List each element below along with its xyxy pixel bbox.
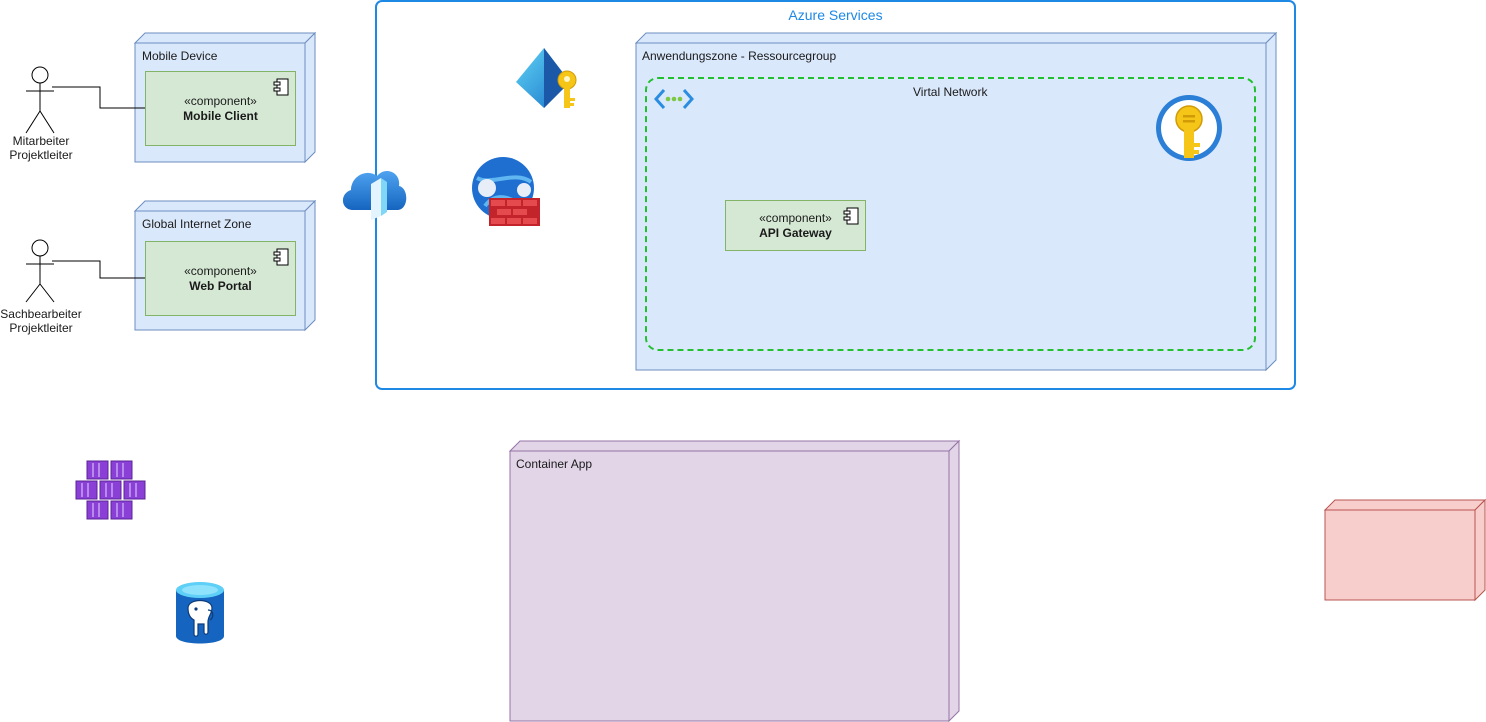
container-app-node[interactable] (508, 439, 961, 722)
azure-services-title: Azure Services (788, 7, 883, 23)
component-icon (273, 78, 289, 96)
mobile-device-label: Mobile Device (142, 49, 218, 63)
red-node[interactable] (1323, 498, 1486, 602)
component-icon (843, 207, 859, 225)
actor-sachbearbeiter-icon[interactable] (24, 238, 58, 308)
entra-id-key-icon[interactable] (514, 46, 584, 112)
web-portal-stereotype: «component» (184, 264, 257, 278)
connector-sachbearbeiter[interactable] (52, 260, 145, 279)
virtual-network-label: Virtal Network (913, 85, 988, 99)
front-door-cloud-icon[interactable] (339, 160, 409, 222)
web-portal-name: Web Portal (189, 279, 252, 293)
actor-mitarbeiter-label: Mitarbeiter Projektleiter (9, 134, 73, 162)
api-gateway-component[interactable]: «component» API Gateway (725, 200, 866, 251)
connector-mitarbeiter[interactable] (52, 86, 145, 109)
key-vault-icon[interactable] (1154, 93, 1224, 163)
virtual-network-icon (654, 89, 694, 109)
mobile-client-name: Mobile Client (183, 109, 258, 123)
mobile-client-component[interactable]: «component» Mobile Client (145, 71, 296, 146)
postgresql-database-icon[interactable] (174, 580, 226, 646)
mobile-client-stereotype: «component» (184, 94, 257, 108)
api-gateway-stereotype: «component» (759, 211, 832, 225)
resource-group-label: Anwendungszone - Ressourcegroup (642, 49, 837, 63)
kubernetes-services-icon[interactable] (75, 458, 147, 522)
api-gateway-name: API Gateway (759, 226, 832, 240)
actor-sachbearbeiter-label: Sachbearbeiter Projektleiter (0, 307, 82, 335)
virtual-network-area[interactable] (645, 77, 1256, 351)
global-internet-zone-label: Global Internet Zone (142, 217, 252, 231)
component-icon (273, 248, 289, 266)
actor-mitarbeiter-icon[interactable] (24, 65, 58, 135)
web-application-firewall-icon[interactable] (471, 156, 543, 228)
container-app-label: Container App (516, 457, 593, 471)
web-portal-component[interactable]: «component» Web Portal (145, 241, 296, 316)
